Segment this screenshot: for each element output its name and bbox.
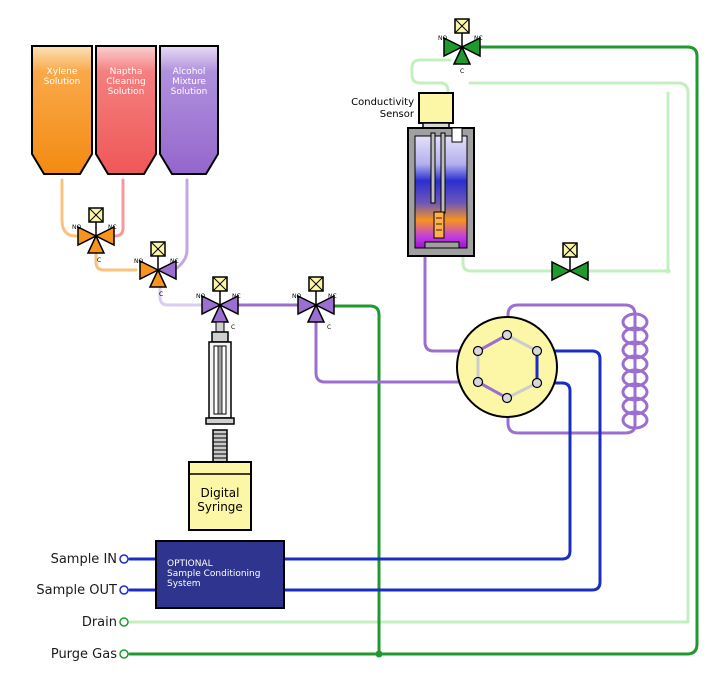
conditioning-label-2: Sample Conditioning	[167, 569, 260, 579]
sample-out-port[interactable]	[119, 585, 129, 595]
xylene-label-2: Solution	[44, 77, 81, 87]
sample-out-line	[128, 349, 602, 592]
alcohol-label-1: Alcohol	[173, 67, 206, 77]
reservoir-alcohol: Alcohol Mixture Solution	[159, 45, 219, 175]
valve-2[interactable]: NO NC C	[134, 241, 179, 298]
sample-loop-coil	[621, 312, 649, 430]
sample-conditioning-system: OPTIONAL Sample Conditioning System	[155, 540, 285, 609]
valve-5-c: C	[460, 68, 464, 75]
valve-2-nc: NC	[170, 258, 179, 265]
syringe-label-2: Syringe	[197, 500, 243, 514]
ports: Sample IN Sample OUT Drain Purge Gas	[36, 552, 129, 662]
xylene-line	[60, 178, 78, 238]
valve-4-no: NO	[292, 293, 301, 300]
naptha-label-2: Cleaning	[106, 77, 145, 87]
sample-in-port[interactable]	[119, 554, 129, 564]
sample-in-line	[128, 381, 572, 561]
sample-out-label: Sample OUT	[36, 583, 117, 598]
sensor-feed-line	[423, 253, 480, 353]
valve-1-c: C	[97, 257, 101, 264]
valve-1-no: NO	[72, 224, 81, 231]
alcohol-label-2: Mixture	[172, 77, 206, 87]
valve-4[interactable]: NO NC C	[292, 276, 337, 331]
drain-port[interactable]	[119, 617, 129, 627]
conductivity-sensor: Conductivity Sensor	[351, 92, 475, 257]
valve-5[interactable]: NO NC C	[438, 18, 483, 75]
valve-2-no: NO	[134, 258, 143, 265]
valve-6[interactable]	[551, 242, 589, 282]
valve-4-nc: NC	[328, 293, 337, 300]
valve-3-c: C	[231, 324, 235, 331]
purge-gas-port[interactable]	[119, 649, 129, 659]
valve-1-nc: NC	[108, 224, 117, 231]
valve-5-no: NO	[438, 35, 447, 42]
valve-3-no: NO	[196, 293, 205, 300]
conditioning-label-3: System	[167, 579, 201, 589]
sensor-vent-line	[410, 58, 452, 127]
alcohol-line	[175, 178, 189, 270]
valve-3[interactable]: NO NC C	[196, 276, 241, 331]
sample-in-label: Sample IN	[51, 552, 117, 567]
syringe: Digital Syringe	[188, 321, 252, 531]
conditioning-label-1: OPTIONAL	[167, 559, 213, 569]
valve-1[interactable]: NO NC C	[72, 207, 117, 264]
valve-3-nc: NC	[232, 293, 241, 300]
reservoir-naptha: Naptha Cleaning Solution	[95, 45, 157, 175]
valve-4-c: C	[327, 324, 331, 331]
valve-2-c: C	[159, 291, 163, 298]
pipes	[60, 45, 699, 658]
naptha-line	[113, 178, 125, 238]
rotary-valve[interactable]	[456, 316, 558, 418]
sensor-label-2: Sensor	[380, 109, 415, 120]
valve-5-nc: NC	[474, 35, 483, 42]
sensor-label-1: Conductivity	[351, 97, 414, 108]
drain-line	[128, 81, 690, 624]
naptha-label-1: Naptha	[110, 67, 143, 77]
alcohol-label-3: Solution	[171, 87, 208, 97]
naptha-label-3: Solution	[108, 87, 145, 97]
purge-gas-label: Purge Gas	[51, 647, 117, 662]
syringe-label-1: Digital	[201, 486, 240, 500]
sensor-drain-line	[461, 253, 670, 273]
purge-gas-line	[128, 45, 699, 656]
xylene-label-1: Xylene	[47, 67, 78, 77]
reservoir-xylene: Xylene Solution	[31, 45, 93, 175]
drain-label: Drain	[82, 615, 117, 630]
